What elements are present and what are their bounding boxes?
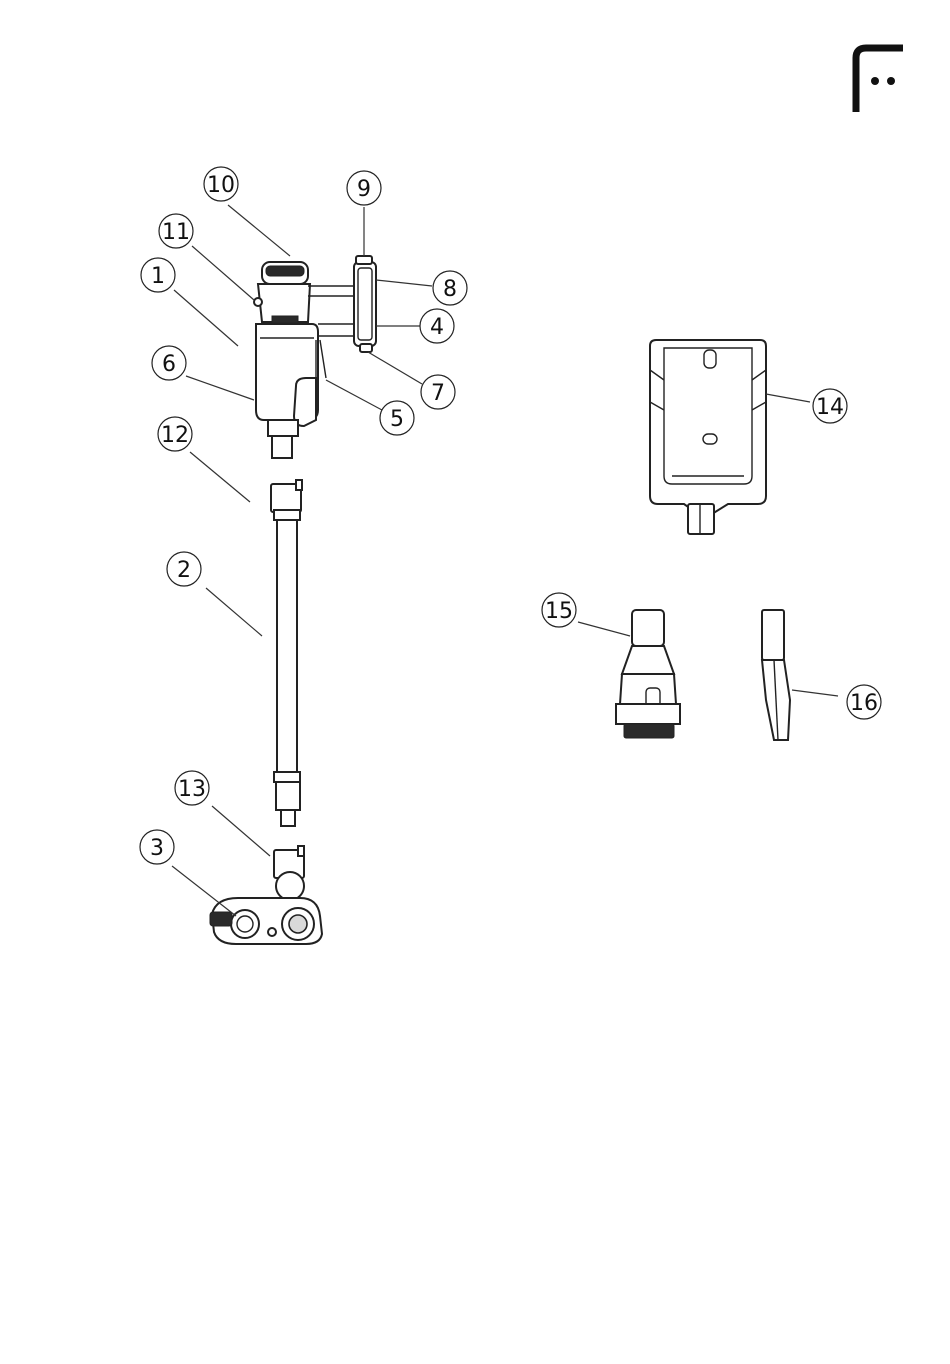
callout-10: 10	[204, 167, 238, 201]
brand-logo-icon	[856, 48, 903, 112]
wall-mount-bracket-icon	[650, 340, 766, 534]
callout-11: 11	[159, 214, 193, 248]
callout-1: 1	[141, 258, 175, 292]
callout-12: 12	[158, 417, 192, 451]
callout-5: 5	[380, 401, 414, 435]
callout-4-label: 4	[430, 315, 444, 340]
callout-11-label: 11	[162, 220, 190, 245]
callout-2-label: 2	[177, 558, 191, 583]
callout-13: 13	[175, 771, 209, 805]
dusting-brush-tool-icon	[616, 610, 680, 738]
callout-1-label: 1	[151, 264, 165, 289]
callout-13-label: 13	[178, 777, 206, 802]
crevice-tool-icon	[762, 610, 790, 740]
callout-5-label: 5	[390, 407, 404, 432]
callout-14-label: 14	[816, 395, 844, 420]
extension-tube-icon	[271, 480, 302, 826]
callout-12-label: 12	[161, 423, 189, 448]
callout-9: 9	[347, 171, 381, 205]
callout-10-label: 10	[207, 173, 235, 198]
callout-16: 16	[847, 685, 881, 719]
callout-3-label: 3	[150, 836, 164, 861]
callout-15: 15	[542, 593, 576, 627]
callout-7-label: 7	[431, 381, 445, 406]
callout-4: 4	[420, 309, 454, 343]
floor-brush-head-icon	[210, 846, 322, 944]
callout-16-label: 16	[850, 691, 878, 716]
vacuum-main-unit-icon	[254, 256, 376, 458]
callout-15-label: 15	[545, 599, 573, 624]
callout-2: 2	[167, 552, 201, 586]
callout-8: 8	[433, 271, 467, 305]
callout-8-label: 8	[443, 277, 457, 302]
callout-3: 3	[140, 830, 174, 864]
callout-7: 7	[421, 375, 455, 409]
callout-6: 6	[152, 346, 186, 380]
callout-9-label: 9	[357, 177, 371, 202]
callout-6-label: 6	[162, 352, 176, 377]
callout-14: 14	[813, 389, 847, 423]
